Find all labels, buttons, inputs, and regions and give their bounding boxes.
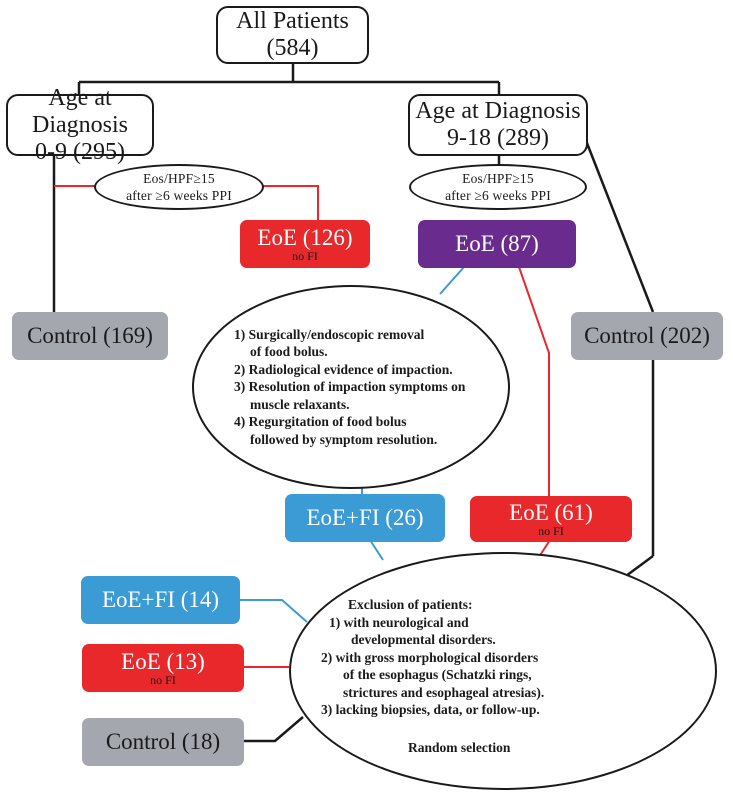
fi-criteria-oval: 1) Surgically/endoscopic removal of food…: [192, 285, 510, 489]
exclusion-item-3: 3) lacking biopsies, data, or follow-up.: [321, 702, 540, 717]
age-9-18-title: Age at Diagnosis: [415, 98, 581, 124]
connector-eoefi14-exclusion: [240, 599, 308, 623]
age-0-9-range: 0-9 (295): [35, 138, 125, 165]
exclusion-footer: Random selection: [408, 739, 511, 755]
eoe-61-box: EoE (61) no FI: [470, 496, 632, 542]
exclusion-oval: Exclusion of patients: 1) with neurologi…: [289, 552, 717, 790]
criterion-right-line1: Eos/HPF≥15: [462, 171, 534, 186]
connector-criterion-eoe126-right: [262, 185, 319, 220]
criterion-left-line2: after ≥6 weeks PPI: [126, 188, 232, 203]
fi-criterion-2: 2) Radiological evidence of impaction.: [234, 361, 453, 377]
eoe-126-sub: no FI: [292, 248, 318, 263]
control-18-box: Control (18): [82, 718, 244, 766]
eoe-61-sub: no FI: [538, 523, 564, 538]
eoe-87-label: EoE (87): [455, 231, 539, 256]
connector-control18-exclusion: [244, 716, 304, 743]
exclusion-item-1: 1) with neurological and: [329, 614, 469, 630]
all-patients-count: (584): [266, 35, 319, 61]
exclusion-item-1-cont: developmental disorders.: [351, 632, 496, 647]
connector-eoefi26-exclusion: [369, 539, 384, 561]
age-0-9-title: Age at Diagnosis: [32, 84, 128, 138]
control-169-label: Control (169): [27, 323, 153, 348]
exclusion-item-2-cont2: strictures and esophageal atresias).: [343, 684, 545, 700]
connector-age918-control202: [583, 137, 655, 313]
exclusion-item-2: 2) with gross morphological disorders: [321, 649, 539, 665]
fi-criterion-4-cont: followed by symptom resolution.: [250, 431, 438, 447]
eoe-126-box: EoE (126) no FI: [240, 220, 370, 268]
all-patients-box: All Patients (584): [216, 6, 369, 64]
eoe-fi-26-label: EoE+FI (26): [306, 505, 424, 530]
age-9-18-range: 9-18 (289): [447, 125, 549, 151]
control-202-label: Control (202): [584, 323, 710, 348]
connector-eoe87-eoe61: [518, 266, 550, 496]
eoe-61-label: EoE (61): [509, 499, 593, 525]
age-0-9-box: Age at Diagnosis 0-9 (295): [6, 85, 154, 165]
exclusion-title: Exclusion of patients:: [348, 597, 473, 612]
age-9-18-box: Age at Diagnosis 9-18 (289): [408, 94, 588, 156]
exclusion-item-2-cont: of the esophagus (Schatzki rings,: [343, 667, 532, 682]
fi-criterion-3: 3) Resolution of impaction symptoms on: [234, 379, 466, 395]
eoe-fi-14-box: EoE+FI (14): [81, 576, 240, 624]
criterion-right-line2: after ≥6 weeks PPI: [445, 188, 551, 203]
criterion-oval-right: Eos/HPF≥15 after ≥6 weeks PPI: [409, 164, 587, 210]
fi-criterion-3-cont: muscle relaxants.: [250, 396, 350, 412]
eoe-126-label: EoE (126): [257, 224, 353, 250]
eoe-87-box: EoE (87): [418, 220, 576, 268]
all-patients-label: All Patients: [236, 8, 349, 34]
eoe-fi-14-label: EoE+FI (14): [101, 587, 220, 612]
criterion-oval-left: Eos/HPF≥15 after ≥6 weeks PPI: [94, 164, 264, 210]
control-202-box: Control (202): [571, 312, 723, 360]
control-18-label: Control (18): [105, 729, 221, 754]
eoe-13-sub: no FI: [150, 672, 176, 687]
criterion-left-line1: Eos/HPF≥15: [143, 171, 215, 186]
eoe-fi-26-box: EoE+FI (26): [285, 494, 445, 542]
control-169-box: Control (169): [12, 312, 168, 360]
connector-eoe87-fi-criteria: [439, 266, 465, 295]
fi-criterion-1-cont: of food bolus.: [250, 344, 328, 360]
eoe-13-label: EoE (13): [121, 648, 205, 674]
eoe-13-box: EoE (13) no FI: [82, 644, 244, 692]
fi-criterion-4: 4) Regurgitation of food bolus: [234, 414, 407, 430]
fi-criterion-1: 1) Surgically/endoscopic removal: [234, 326, 425, 342]
